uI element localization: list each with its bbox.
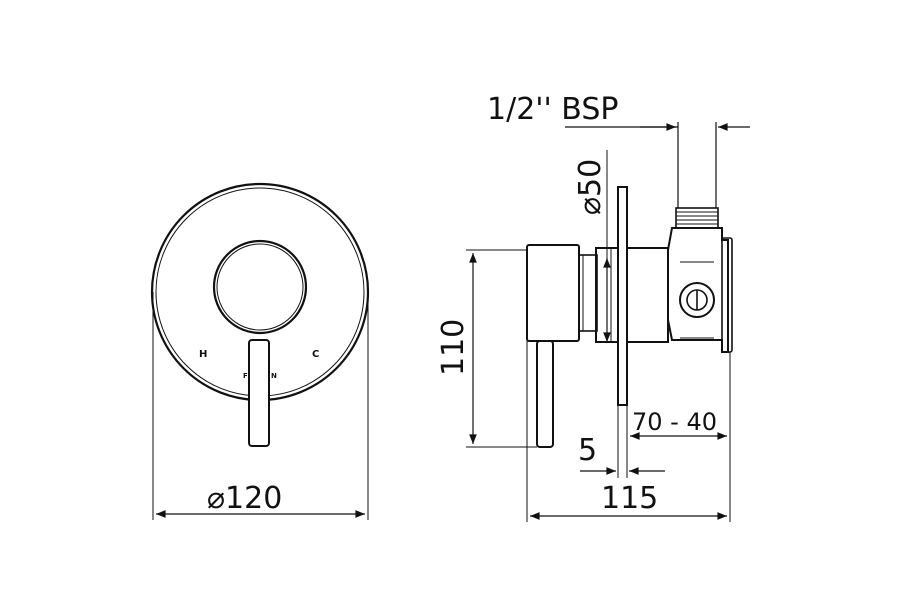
lever-handle [248, 339, 270, 447]
sleeve [595, 247, 669, 343]
hot-label: H [199, 349, 207, 360]
valve-port-outer [679, 282, 715, 318]
spindle-diameter-label: ⌀50 [573, 159, 608, 215]
height-label: 110 [436, 319, 471, 376]
side-handle-hub [526, 244, 580, 342]
marker-label-left: F [243, 372, 248, 380]
handle-hub-inner [216, 243, 304, 331]
side-lever [536, 340, 554, 448]
front-view [150, 182, 370, 520]
side-view [466, 122, 750, 522]
diameter-label: ⌀120 [207, 481, 282, 516]
wall-plate [617, 186, 628, 406]
cold-label: C [312, 349, 319, 360]
depth-label: 115 [601, 481, 658, 516]
thread-section [675, 207, 719, 229]
marker-label-right: N [271, 372, 277, 380]
plate-label: 5 [578, 433, 597, 468]
adjust-label: 70 - 40 [632, 408, 717, 436]
handle-hub-outer [212, 239, 308, 335]
thread-label: 1/2'' BSP [487, 92, 619, 127]
